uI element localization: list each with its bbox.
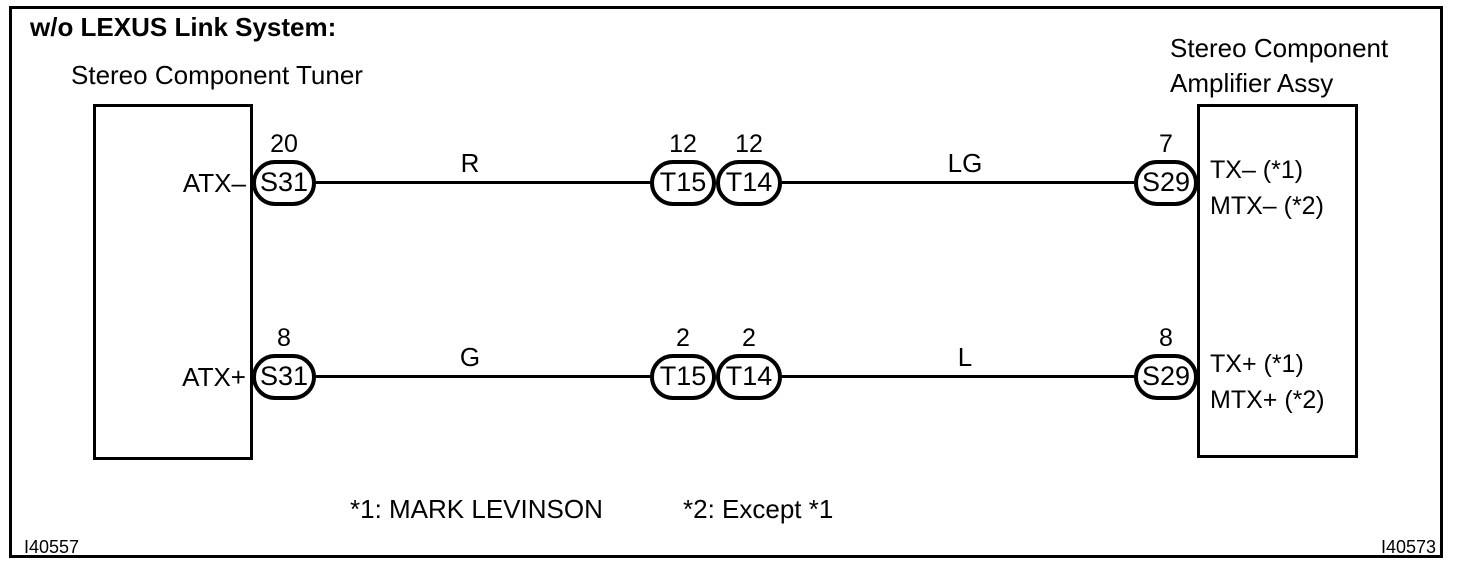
figure-id-right: I40573 — [1380, 537, 1436, 557]
amplifier-box-label: Stereo Component Amplifier Assy — [1170, 31, 1388, 101]
wire-segment — [316, 375, 652, 378]
diagram-border — [9, 6, 1443, 558]
wire-segment — [782, 181, 1134, 184]
wire-color-label: G — [459, 342, 481, 372]
connector-oval: T14 — [716, 354, 782, 400]
pin-number: 12 — [735, 130, 763, 158]
connector-oval: S31 — [252, 354, 316, 400]
amplifier-label-line1: Stereo Component — [1170, 33, 1389, 63]
connector-oval: S31 — [252, 160, 316, 206]
connector-oval: T15 — [650, 354, 716, 400]
tuner-pin-label: ATX– — [182, 168, 246, 198]
pin-number: 7 — [1159, 130, 1173, 158]
diagram-title: w/o LEXUS Link System: — [30, 12, 337, 42]
amplifier-box — [1197, 104, 1358, 458]
connector-oval: S29 — [1134, 160, 1198, 206]
pin-number: 12 — [669, 130, 697, 158]
footnote-mark-levinson: *1: MARK LEVINSON — [350, 494, 603, 524]
pin-number: 2 — [676, 324, 690, 352]
wire-color-label: L — [957, 342, 973, 372]
amplifier-label-line2: Amplifier Assy — [1170, 68, 1334, 98]
signal-row-atx-plus: ATX+ 8 G 2 2 L 8 S31 T15 T14 S29 TX+ (*1… — [0, 322, 1472, 432]
wire-color-label: R — [460, 148, 480, 178]
amplifier-pin-label: MTX– (*2) — [1210, 192, 1324, 220]
connector-oval: T15 — [650, 160, 716, 206]
connector-oval: T14 — [716, 160, 782, 206]
pin-number: 8 — [277, 324, 291, 352]
wire-segment — [316, 181, 652, 184]
footnote-except: *2: Except *1 — [683, 494, 834, 524]
connector-oval: S29 — [1134, 354, 1198, 400]
amplifier-pin-label: MTX+ (*2) — [1210, 386, 1325, 414]
tuner-pin-label: ATX+ — [182, 362, 246, 392]
amplifier-pin-label: TX+ (*1) — [1210, 350, 1304, 378]
figure-id-left: I40557 — [24, 537, 80, 557]
pin-number: 8 — [1159, 324, 1173, 352]
tuner-box — [93, 104, 253, 460]
tuner-box-label: Stereo Component Tuner — [71, 60, 363, 90]
pin-number: 20 — [270, 130, 298, 158]
wire-color-label: LG — [947, 148, 983, 178]
wire-segment — [782, 375, 1134, 378]
amplifier-pin-label: TX– (*1) — [1210, 156, 1304, 184]
pin-number: 2 — [742, 324, 756, 352]
signal-row-atx-minus: ATX– 20 R 12 12 LG 7 S31 T15 T14 S29 TX–… — [0, 128, 1472, 238]
